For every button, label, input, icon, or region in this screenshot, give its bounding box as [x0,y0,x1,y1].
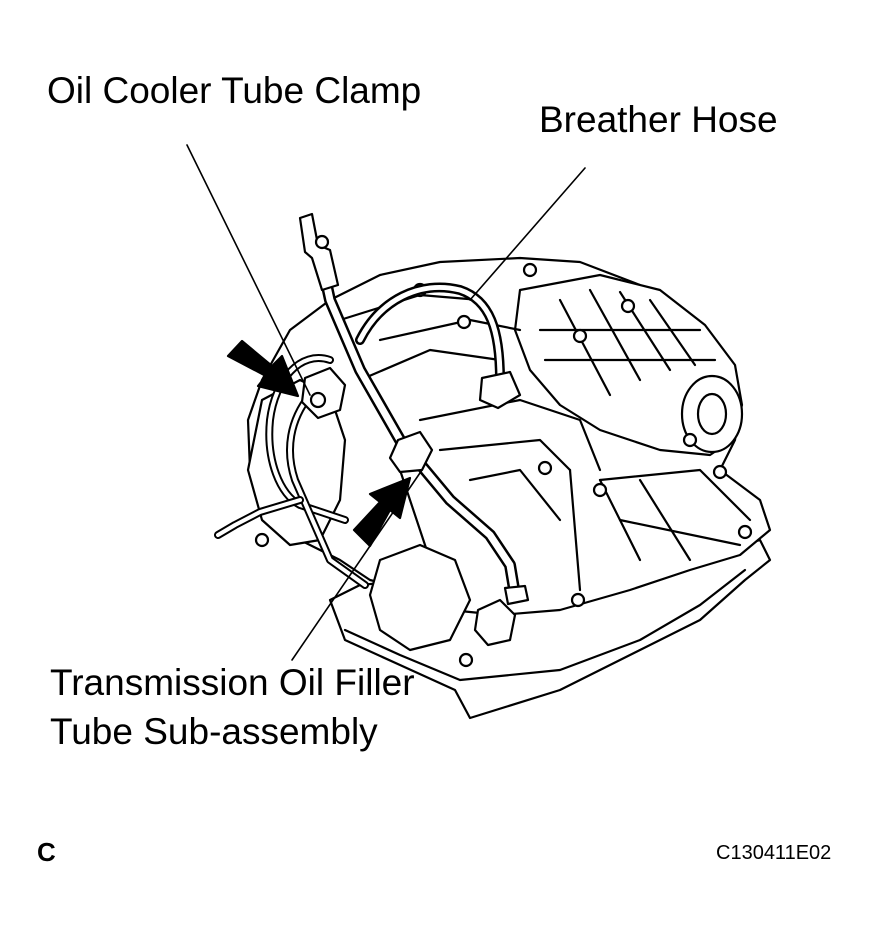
breather-plug [478,370,522,410]
valve-body [368,543,472,652]
converter-hub [696,392,728,436]
label-breather-hose: Breather Hose [539,99,778,140]
label-oil-cooler-tube-clamp: Oil Cooler Tube Clamp [47,70,422,111]
dipstick-ring [314,234,330,250]
arrow-clamp [226,339,300,398]
label-filler-tube-line2: Tube Sub-assembly [50,711,378,752]
converter-ribs [538,288,717,397]
corner-mark: C [37,837,56,867]
figure-code: C130411E02 [716,842,832,864]
sensor-connector [473,598,517,647]
leader-breather-hose [469,167,586,301]
dipstick-handle [298,212,340,292]
breather-hose [355,282,505,385]
oil-cooler-tube-clamp [300,366,347,420]
filler-tube [312,239,521,601]
oil-cooler-tubes [214,354,369,589]
arrow-filler-bracket [352,476,412,548]
leader-oil-cooler-tube-clamp [186,144,311,396]
bell-housing-ribs [568,468,752,592]
label-filler-tube-line1: Transmission Oil Filler [50,662,415,703]
filler-tube-end [503,584,530,606]
oil-pan-flange [343,568,747,682]
